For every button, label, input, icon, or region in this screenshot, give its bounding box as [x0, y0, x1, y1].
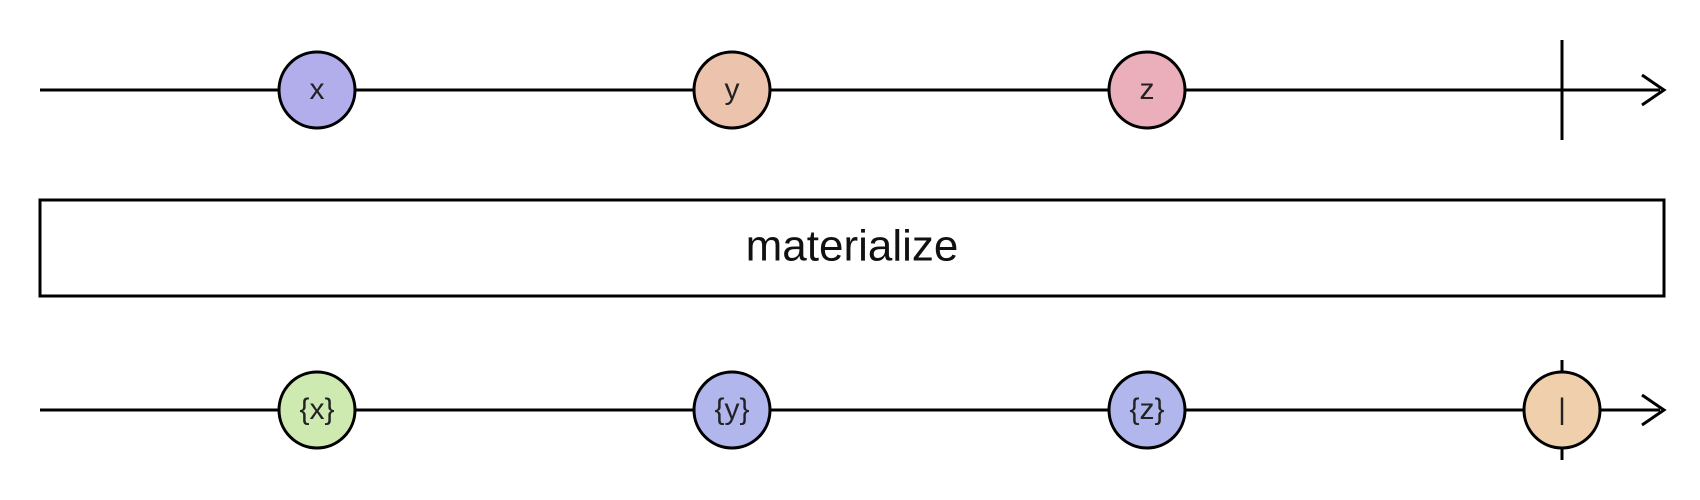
output-marble-x-label: {x} — [299, 393, 334, 426]
output-marble-z-label: {z} — [1129, 393, 1164, 426]
input-marble-x: x — [277, 50, 357, 130]
input-marble-z: z — [1107, 50, 1187, 130]
input-marble-y-label: y — [725, 73, 740, 106]
output-marble-x: {x} — [277, 370, 357, 450]
input-marble-y: y — [692, 50, 772, 130]
input-marble-x-label: x — [310, 73, 325, 106]
operator-label: materialize — [746, 222, 959, 271]
output-marble-y: {y} — [692, 370, 772, 450]
output-arrowhead — [1641, 393, 1667, 427]
output-marble-z: {z} — [1107, 370, 1187, 450]
output-marble-y-label: {y} — [714, 393, 749, 426]
operator-box: materialize — [38, 198, 1666, 298]
operator-box-frame — [38, 198, 1666, 298]
input-arrowhead — [1641, 73, 1667, 107]
output-marble-complete: | — [1522, 370, 1602, 450]
output-stream: {x} {y} {z} | — [40, 360, 1667, 460]
input-marble-z-label: z — [1140, 73, 1155, 106]
output-marble-complete-label: | — [1558, 393, 1566, 426]
input-stream: x y z — [40, 40, 1667, 140]
